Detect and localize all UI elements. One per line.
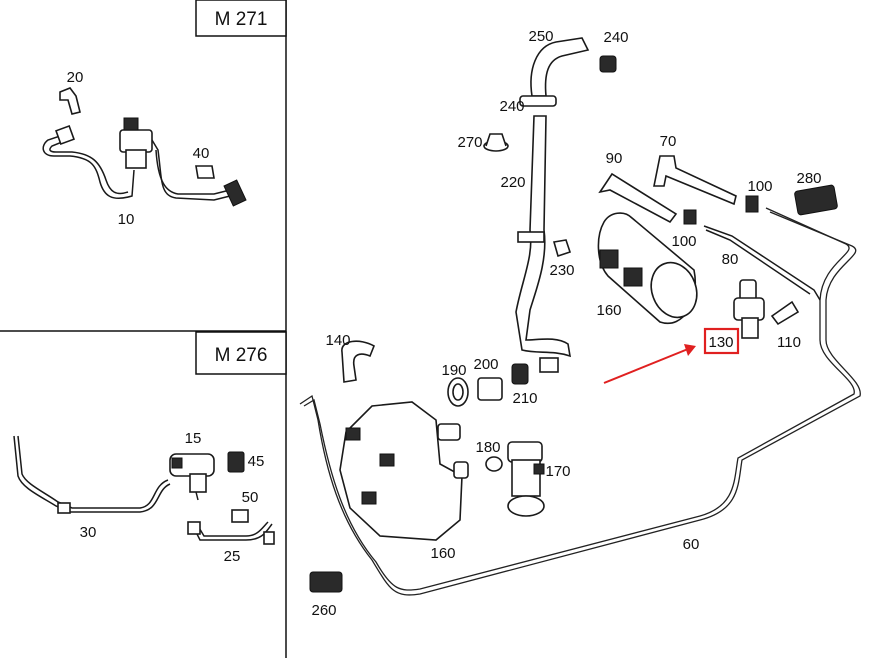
label-170: 170: [545, 463, 570, 480]
pump-170: [485, 441, 545, 517]
label-250: 250: [528, 28, 553, 45]
inset-m276-title: M 276: [215, 345, 268, 366]
connector-280: [794, 184, 838, 216]
label-200: 200: [473, 356, 498, 373]
label-270: 270: [457, 134, 482, 151]
highlight-box-130: [703, 327, 740, 355]
hoses-90-70: [598, 155, 821, 301]
label-50: 50: [242, 489, 259, 506]
label-30: 30: [80, 524, 97, 541]
label-230: 230: [549, 262, 574, 279]
label-70: 70: [660, 133, 677, 150]
inset-m271-header: M 271: [195, 0, 287, 37]
label-40: 40: [193, 145, 210, 162]
label-25: 25: [224, 548, 241, 565]
seals-190-200-210: [447, 363, 529, 407]
part-110: [770, 300, 800, 326]
label-60: 60: [683, 536, 700, 553]
inset-m271-title: M 271: [215, 9, 268, 30]
valve-130: [733, 279, 765, 339]
label-80: 80: [722, 251, 739, 268]
label-15: 15: [185, 430, 202, 447]
label-130: 130: [708, 334, 733, 351]
label-140: 140: [325, 332, 350, 349]
highlight-arrow: [603, 344, 696, 384]
line-60: [299, 207, 861, 596]
panel-dividers: [0, 0, 287, 658]
label-220: 220: [500, 174, 525, 191]
label-180: 180: [475, 439, 500, 456]
label-10: 10: [118, 211, 135, 228]
label-210: 210: [512, 390, 537, 407]
inset-m271-parts: [42, 87, 247, 207]
part-230: [552, 239, 572, 258]
label-45: 45: [248, 453, 265, 470]
label-110: 110: [777, 334, 801, 351]
label-100b: 100: [671, 233, 696, 250]
label-100a: 100: [747, 178, 772, 195]
hose-250-220: [515, 37, 617, 373]
inset-m276-parts: [13, 435, 275, 545]
reservoir-160-lower: [339, 401, 469, 541]
canister-160-upper: [597, 212, 698, 325]
inset-m276-header: M 276: [195, 331, 287, 375]
label-160-lower: 160: [430, 545, 455, 562]
label-160-upper: 160: [596, 302, 621, 319]
connector-260: [309, 571, 343, 593]
label-190: 190: [441, 362, 466, 379]
label-20: 20: [67, 69, 84, 86]
label-280: 280: [796, 170, 821, 187]
hose-140: [341, 340, 376, 383]
grommet-270: [483, 133, 509, 152]
label-240b: 240: [499, 98, 524, 115]
label-240a: 240: [603, 29, 628, 46]
label-90: 90: [606, 150, 623, 167]
label-260: 260: [311, 602, 336, 619]
